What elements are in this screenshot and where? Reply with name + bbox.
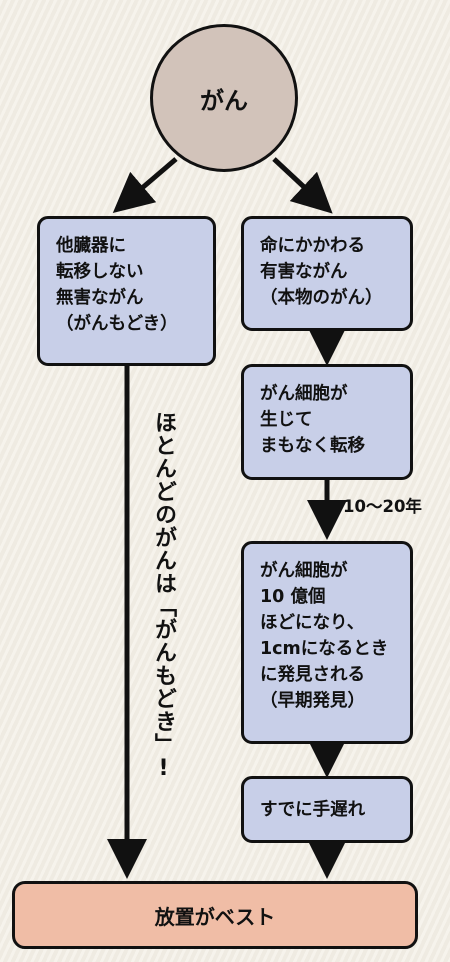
interval-label: 10〜20年 bbox=[343, 497, 422, 516]
root-label: がん bbox=[200, 86, 248, 115]
root-node-cancer: がん bbox=[150, 24, 298, 172]
left-annotation: ほとんどのがんは「がんもどき」! bbox=[151, 411, 176, 782]
right-step-too-late: すでに手遅れ bbox=[241, 776, 413, 843]
arrow-root-to-right bbox=[272, 157, 333, 214]
right-step-harmful-cancer: 命にかかわる 有害ながん （本物のがん） bbox=[241, 216, 413, 331]
arrow-root-to-left bbox=[112, 157, 178, 213]
result-node-leave-alone: 放置がベスト bbox=[12, 881, 418, 949]
right-step-early-detection: がん細胞が 10 億個 ほどになり、 1cmになるとき に発見される （早期発見… bbox=[241, 541, 413, 744]
result-label: 放置がベスト bbox=[154, 904, 276, 929]
left-branch-harmless-cancer: 他臓器に 転移しない 無害ながん （がんもどき） bbox=[37, 216, 216, 366]
right-step-cells-metastasize: がん細胞が 生じて まもなく転移 bbox=[241, 364, 413, 480]
